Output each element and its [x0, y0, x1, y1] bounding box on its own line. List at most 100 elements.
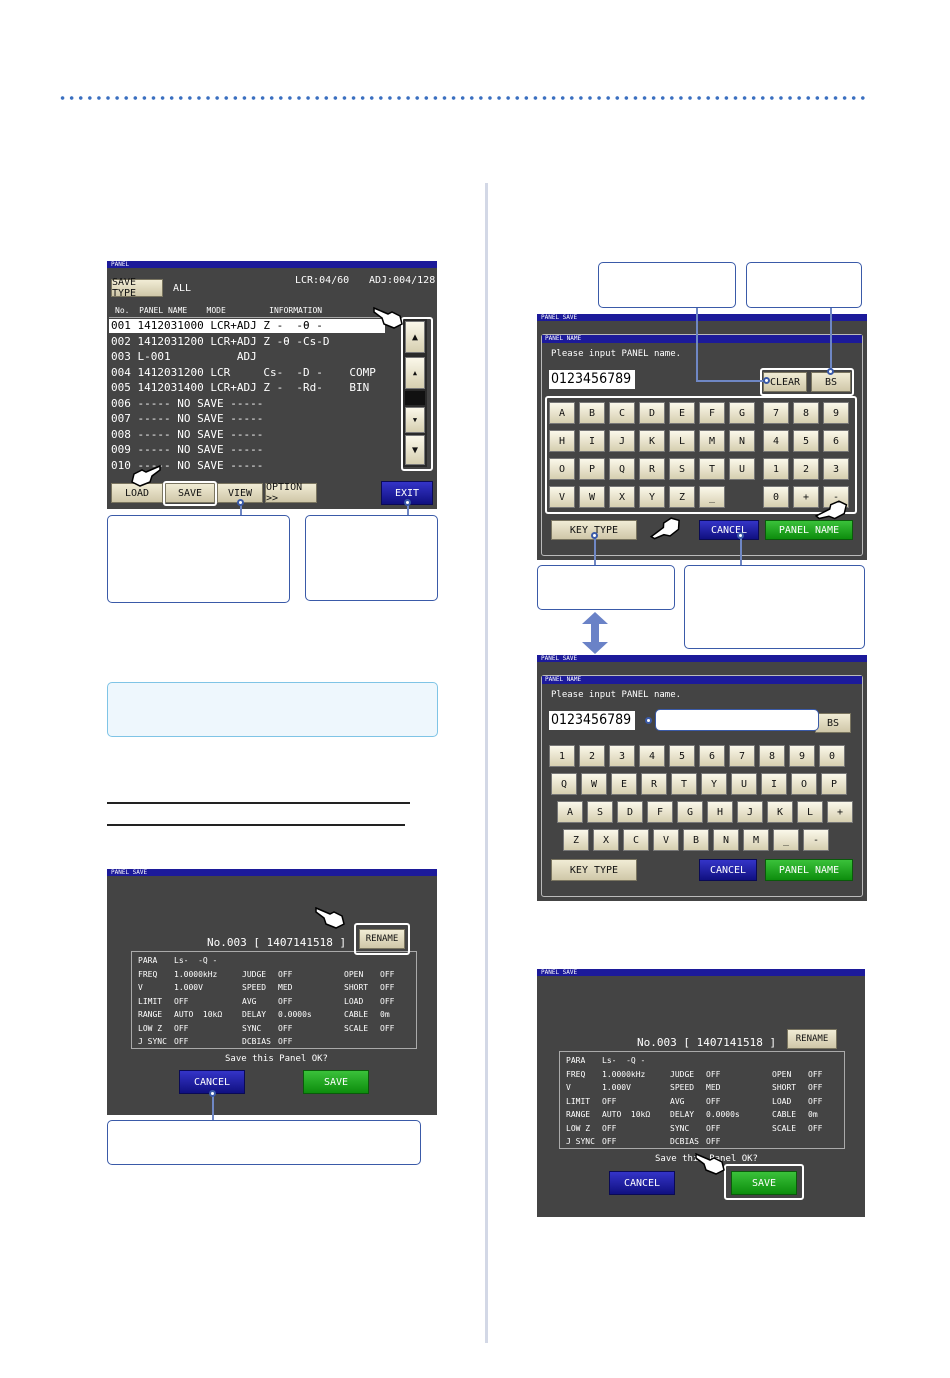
- key-4[interactable]: 4: [639, 745, 665, 767]
- panel-name-button[interactable]: PANEL NAME: [765, 520, 853, 540]
- key-Q[interactable]: Q: [551, 773, 577, 795]
- table-row[interactable]: 005 1412031400 LCR+ADJ Z - -Rd- BIN: [109, 381, 385, 395]
- key-Q[interactable]: Q: [609, 458, 635, 480]
- key-C[interactable]: C: [623, 829, 649, 851]
- key-3[interactable]: 3: [609, 745, 635, 767]
- key-6[interactable]: 6: [699, 745, 725, 767]
- key-X[interactable]: X: [593, 829, 619, 851]
- scroll-top-button[interactable]: ▲: [405, 321, 425, 353]
- table-row[interactable]: 010 ----- NO SAVE -----: [109, 459, 385, 473]
- key-U[interactable]: U: [729, 458, 755, 480]
- key-S[interactable]: S: [587, 801, 613, 823]
- table-row[interactable]: 004 1412031200 LCR Cs- -D - COMP: [109, 366, 385, 380]
- save-type-button[interactable]: SAVE TYPE: [111, 277, 163, 299]
- key-V[interactable]: V: [549, 486, 575, 508]
- key-F[interactable]: F: [647, 801, 673, 823]
- panel-name-button[interactable]: PANEL NAME: [765, 859, 853, 881]
- key-I[interactable]: I: [579, 430, 605, 452]
- cancel-button[interactable]: CANCEL: [699, 859, 757, 881]
- table-row[interactable]: 007 ----- NO SAVE -----: [109, 412, 385, 426]
- table-row[interactable]: 008 ----- NO SAVE -----: [109, 428, 385, 442]
- key-9[interactable]: 9: [789, 745, 815, 767]
- cancel-button[interactable]: CANCEL: [699, 520, 759, 540]
- key-Z[interactable]: Z: [563, 829, 589, 851]
- key-G[interactable]: G: [729, 402, 755, 424]
- scroll-thumb[interactable]: [405, 391, 425, 405]
- cancel-button[interactable]: CANCEL: [609, 1171, 675, 1195]
- key-+[interactable]: +: [793, 486, 819, 508]
- load-button[interactable]: LOAD: [111, 483, 163, 503]
- key-R[interactable]: R: [639, 458, 665, 480]
- key-N[interactable]: N: [713, 829, 739, 851]
- key-H[interactable]: H: [707, 801, 733, 823]
- key-E[interactable]: E: [669, 402, 695, 424]
- key-T[interactable]: T: [699, 458, 725, 480]
- key-_[interactable]: _: [699, 486, 725, 508]
- key-B[interactable]: B: [683, 829, 709, 851]
- key-5[interactable]: 5: [669, 745, 695, 767]
- key-_[interactable]: _: [773, 829, 799, 851]
- key-L[interactable]: L: [797, 801, 823, 823]
- key-7[interactable]: 7: [763, 402, 789, 424]
- key-D[interactable]: D: [639, 402, 665, 424]
- table-row[interactable]: 002 1412031200 LCR+ADJ Z -θ -Cs-D: [109, 335, 385, 349]
- bs-button[interactable]: BS: [815, 713, 851, 733]
- key-7[interactable]: 7: [729, 745, 755, 767]
- key-1[interactable]: 1: [763, 458, 789, 480]
- key-6[interactable]: 6: [823, 430, 849, 452]
- key-A[interactable]: A: [549, 402, 575, 424]
- key-Y[interactable]: Y: [701, 773, 727, 795]
- key--[interactable]: -: [803, 829, 829, 851]
- key-W[interactable]: W: [581, 773, 607, 795]
- key-V[interactable]: V: [653, 829, 679, 851]
- key-O[interactable]: O: [791, 773, 817, 795]
- option-button[interactable]: OPTION >>: [265, 482, 317, 504]
- key-4[interactable]: 4: [763, 430, 789, 452]
- key-U[interactable]: U: [731, 773, 757, 795]
- rename-button[interactable]: RENAME: [359, 929, 405, 949]
- key-J[interactable]: J: [609, 430, 635, 452]
- scroll-up-button[interactable]: ▲: [405, 357, 425, 389]
- key-type-button[interactable]: KEY TYPE: [551, 859, 637, 881]
- key-8[interactable]: 8: [793, 402, 819, 424]
- panel-name-input[interactable]: 0123456789: [549, 711, 635, 730]
- key-B[interactable]: B: [579, 402, 605, 424]
- key-M[interactable]: M: [699, 430, 725, 452]
- key-0[interactable]: 0: [819, 745, 845, 767]
- save-button[interactable]: SAVE: [303, 1070, 369, 1094]
- key-D[interactable]: D: [617, 801, 643, 823]
- key-W[interactable]: W: [579, 486, 605, 508]
- key-X[interactable]: X: [609, 486, 635, 508]
- key-N[interactable]: N: [729, 430, 755, 452]
- scrollbar[interactable]: ▲ ▲ ▼ ▼: [403, 319, 427, 467]
- table-row[interactable]: 001 1412031000 LCR+ADJ Z - -θ -: [109, 319, 385, 333]
- key-J[interactable]: J: [737, 801, 763, 823]
- key-2[interactable]: 2: [579, 745, 605, 767]
- scroll-down-button[interactable]: ▼: [405, 407, 425, 433]
- key-K[interactable]: K: [767, 801, 793, 823]
- key-L[interactable]: L: [669, 430, 695, 452]
- key-2[interactable]: 2: [793, 458, 819, 480]
- key-M[interactable]: M: [743, 829, 769, 851]
- key-Z[interactable]: Z: [669, 486, 695, 508]
- key-Y[interactable]: Y: [639, 486, 665, 508]
- key-1[interactable]: 1: [549, 745, 575, 767]
- key-G[interactable]: G: [677, 801, 703, 823]
- save-button[interactable]: SAVE: [165, 483, 215, 503]
- key-C[interactable]: C: [609, 402, 635, 424]
- save-button[interactable]: SAVE: [731, 1171, 797, 1195]
- key-A[interactable]: A: [557, 801, 583, 823]
- table-row[interactable]: 009 ----- NO SAVE -----: [109, 443, 385, 457]
- panel-name-input[interactable]: 0123456789: [549, 370, 635, 389]
- rename-button[interactable]: RENAME: [787, 1029, 837, 1049]
- key-F[interactable]: F: [699, 402, 725, 424]
- key-R[interactable]: R: [641, 773, 667, 795]
- key-T[interactable]: T: [671, 773, 697, 795]
- key-9[interactable]: 9: [823, 402, 849, 424]
- key-5[interactable]: 5: [793, 430, 819, 452]
- key-3[interactable]: 3: [823, 458, 849, 480]
- key-H[interactable]: H: [549, 430, 575, 452]
- key-P[interactable]: P: [579, 458, 605, 480]
- key-8[interactable]: 8: [759, 745, 785, 767]
- key-P[interactable]: P: [821, 773, 847, 795]
